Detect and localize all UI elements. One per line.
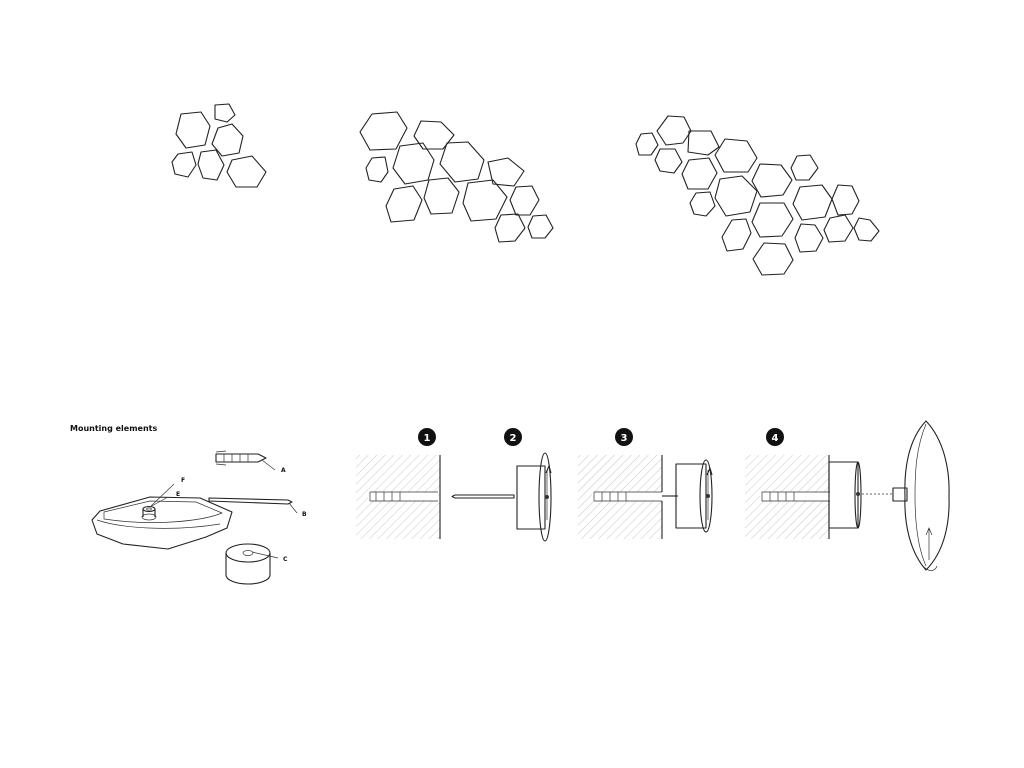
part-label-b: B [302, 511, 307, 518]
screw-icon [208, 497, 293, 505]
pebble-cluster-large [635, 115, 880, 276]
step-2-screw [451, 494, 515, 499]
step-number-3: 3 [621, 433, 628, 444]
step-1-wall [356, 455, 441, 539]
step-3-wall [578, 455, 678, 539]
spacer-icon [225, 543, 271, 585]
pebble-cluster-medium [359, 111, 554, 243]
base-plate-icon [91, 496, 233, 550]
panel-icon [892, 420, 950, 571]
step-4-spacer [828, 461, 892, 529]
step-number-1: 1 [424, 433, 431, 444]
step-badge-1: 1 [418, 428, 436, 446]
step-3-spacer [675, 459, 713, 533]
step-badge-2: 2 [504, 428, 522, 446]
part-label-c: C [283, 556, 288, 563]
step-number-4: 4 [772, 433, 779, 444]
step-badge-3: 3 [615, 428, 633, 446]
mounting-title: Mounting elements [70, 424, 157, 433]
step-badge-4: 4 [766, 428, 784, 446]
part-label-e: E [176, 491, 180, 498]
step-4-wall [745, 455, 830, 539]
step-2-spacer [516, 452, 552, 542]
part-label-f: F [181, 477, 185, 484]
pebble-cluster-small [171, 103, 267, 188]
step-number-2: 2 [510, 433, 517, 444]
part-label-a: A [281, 467, 286, 474]
wall-plug-icon [215, 450, 267, 466]
